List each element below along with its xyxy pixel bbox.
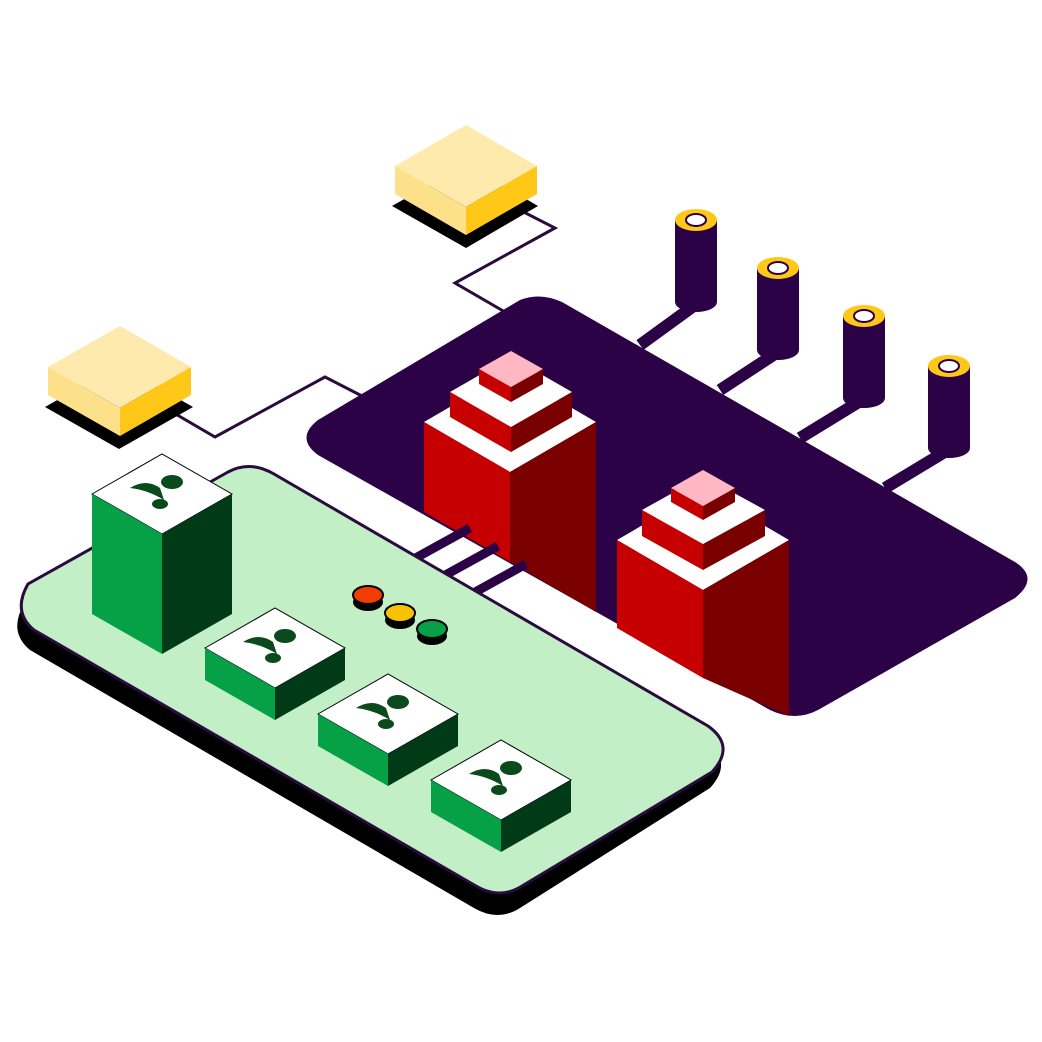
connector-lines [154, 198, 559, 439]
connector-top-cube [451, 198, 559, 314]
cylinder-pipes [636, 300, 952, 494]
yellow-cube-left [45, 326, 193, 449]
people-icon [130, 475, 183, 509]
green-server-3 [429, 739, 573, 852]
people-icon [356, 695, 409, 729]
light-red [352, 585, 384, 611]
cylinder-icon [843, 305, 885, 408]
people-icon [243, 629, 296, 663]
pipe-3 [796, 394, 866, 444]
status-lights-icon [352, 585, 448, 645]
red-tower-front [617, 470, 789, 716]
pipe-1 [636, 300, 699, 350]
green-server-tall [90, 453, 234, 654]
green-server-2 [316, 673, 460, 786]
red-towers [424, 351, 789, 716]
yellow-cube-top [392, 125, 538, 248]
link-1 [409, 524, 473, 564]
cylinder-icon [675, 209, 717, 312]
database-cylinders [675, 209, 970, 458]
people-icon [469, 761, 522, 795]
cylinder-icon [928, 355, 970, 458]
red-tower-back [424, 351, 596, 612]
light-yellow [384, 603, 416, 629]
cylinder-icon [757, 257, 799, 360]
light-green [416, 619, 448, 645]
link-2 [437, 542, 501, 582]
green-servers [90, 453, 573, 852]
yellow-cubes [45, 125, 538, 449]
green-server-1 [203, 607, 347, 720]
connector-left-cube [154, 375, 363, 439]
